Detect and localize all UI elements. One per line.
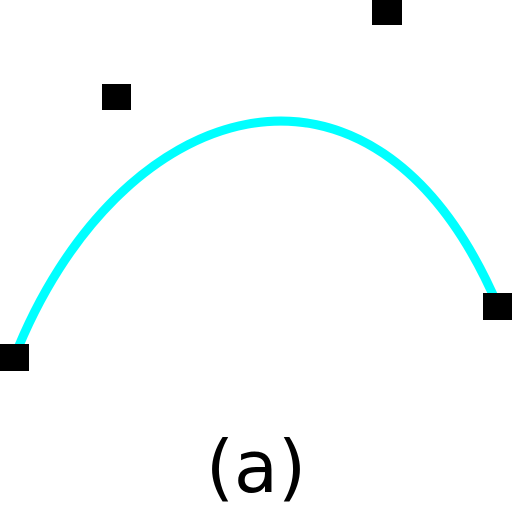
control-point-end[interactable]: [483, 293, 512, 320]
figure-caption: (a): [206, 425, 306, 509]
control-point-start[interactable]: [0, 344, 29, 371]
control-point-2[interactable]: [372, 0, 402, 25]
control-point-1[interactable]: [102, 84, 131, 110]
bezier-curve: [9, 116, 503, 360]
